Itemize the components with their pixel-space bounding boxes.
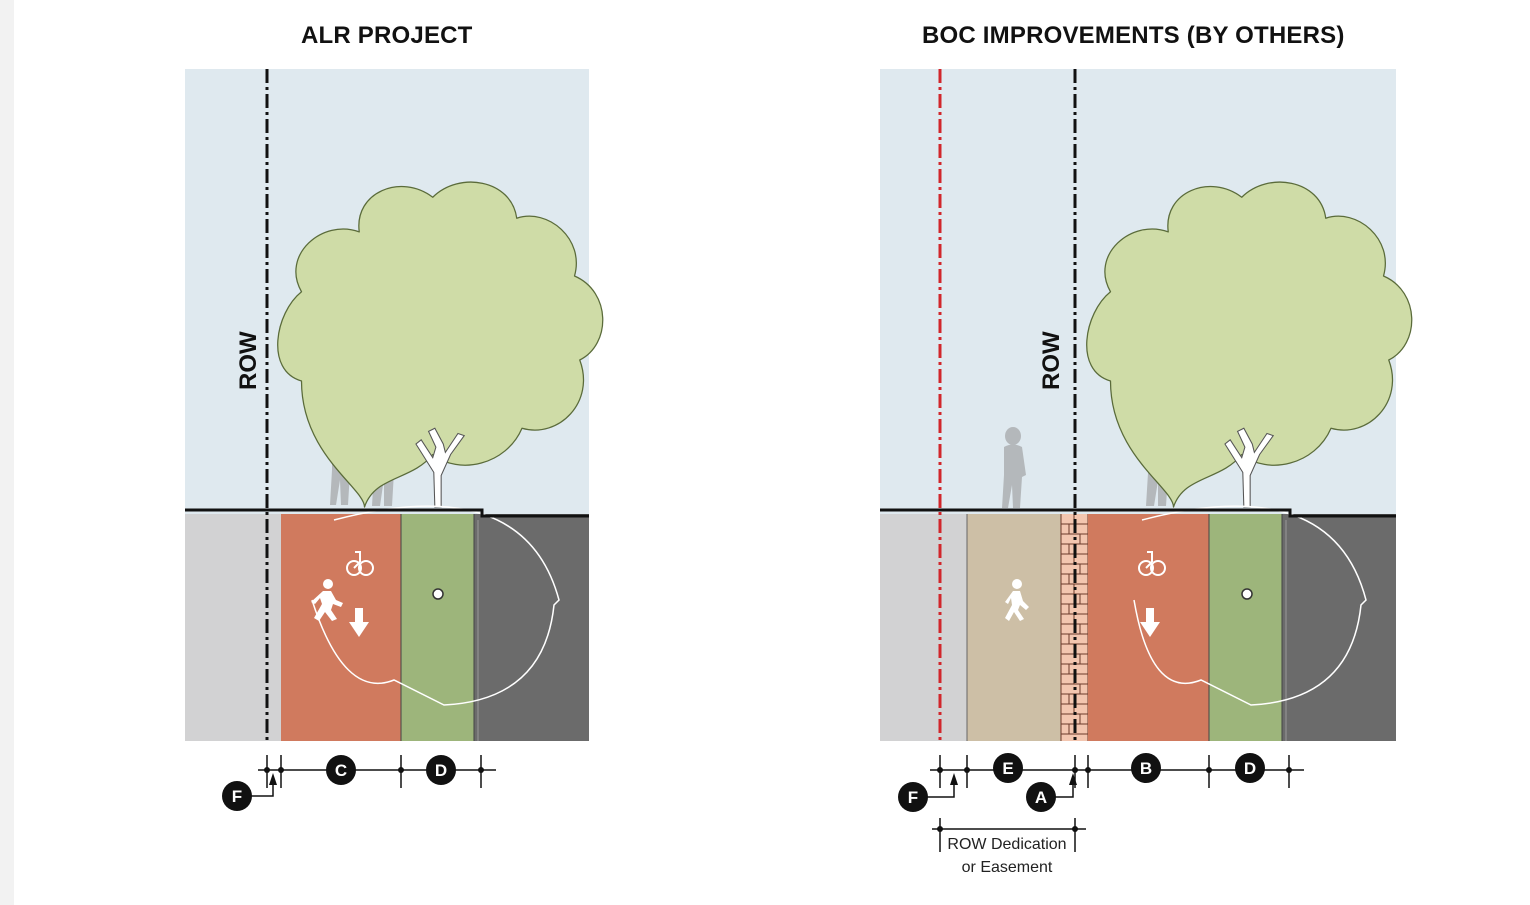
left-dimension-line — [258, 755, 496, 788]
row-dedication-note-line1: ROW Dedication — [947, 836, 1066, 853]
row-dedication-note-line2: or Easement — [962, 859, 1053, 876]
left-panel: ROW — [185, 69, 604, 811]
marker-f-text: F — [232, 787, 242, 806]
diagram-page: ALR PROJECT BOC IMPROVEMENTS (BY OTHERS) — [14, 0, 1530, 905]
marker-b-badge: B — [1131, 753, 1161, 783]
marker-e-badge: E — [993, 753, 1023, 783]
left-pedestrian-icon — [311, 579, 343, 621]
marker-d-text: D — [435, 761, 447, 780]
right-setback-zone — [880, 514, 967, 741]
left-bike-path-zone — [281, 514, 401, 741]
right-sidewalk-zone — [967, 514, 1061, 741]
right-pedestrian-icon — [1005, 579, 1029, 621]
marker-d-badge: D — [426, 755, 456, 785]
right-marker-d-badge: D — [1235, 753, 1265, 783]
right-marker-f-badge: F — [898, 782, 928, 812]
marker-a-badge: A — [1026, 782, 1056, 812]
left-ground-line — [185, 508, 589, 518]
right-marker-d-text: D — [1244, 759, 1256, 778]
right-planting-strip-zone — [1209, 514, 1282, 741]
left-roadway-zone — [474, 514, 589, 741]
marker-f-badge: F — [222, 781, 252, 811]
right-panel: ROW — [880, 69, 1413, 876]
left-setback-zone — [185, 514, 281, 741]
left-row-label: ROW — [235, 331, 262, 390]
right-light-pole-icon — [1241, 588, 1253, 600]
right-bicycle-icon — [1138, 551, 1166, 576]
left-panel-title: ALR PROJECT — [301, 22, 473, 49]
left-bicycle-icon — [346, 551, 374, 576]
marker-a-text: A — [1035, 788, 1047, 807]
right-marker-f-text: F — [908, 788, 918, 807]
marker-c-badge: C — [326, 755, 356, 785]
right-panel-title: BOC IMPROVEMENTS (BY OTHERS) — [922, 22, 1345, 49]
marker-c-text: C — [335, 761, 347, 780]
right-ground-line — [880, 508, 1396, 518]
right-row-label: ROW — [1038, 331, 1065, 390]
left-arrow-down-icon — [349, 608, 369, 637]
right-arrow-down-icon — [1140, 608, 1160, 637]
marker-e-text: E — [1002, 759, 1013, 778]
left-planting-strip-zone — [401, 514, 474, 741]
cross-section-diagrams: ROW — [185, 69, 1413, 876]
row-dedication-bracket — [932, 818, 1086, 852]
right-roadway-zone — [1282, 514, 1396, 741]
marker-b-text: B — [1140, 759, 1152, 778]
left-light-pole-icon — [432, 588, 444, 600]
